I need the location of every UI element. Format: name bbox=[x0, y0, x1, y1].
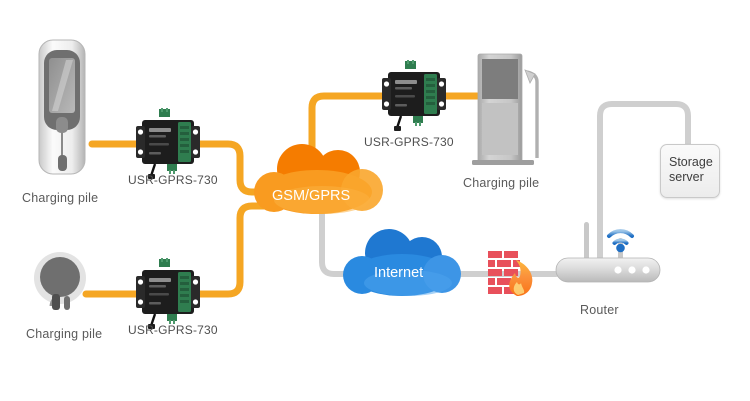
link-router-storage bbox=[597, 101, 691, 275]
gateway-top-right bbox=[382, 60, 446, 131]
link-gsm-gateway3 bbox=[308, 92, 390, 172]
gateway-bottom-left-label: USR-GPRS-730 bbox=[128, 323, 218, 337]
firewall-icon bbox=[488, 251, 533, 296]
charging-pile-bottom-left-label: Charging pile bbox=[26, 327, 103, 341]
router-label: Router bbox=[580, 303, 619, 317]
internet-cloud-label: Internet bbox=[374, 265, 424, 281]
gateway-top-right-label: USR-GPRS-730 bbox=[364, 135, 454, 149]
charging-pile-top-left-label: Charging pile bbox=[22, 191, 99, 205]
gsm-gprs-cloud bbox=[254, 144, 383, 214]
storage-server-label-line2: server bbox=[669, 170, 704, 184]
internet-cloud bbox=[343, 229, 461, 296]
link-gateway1-gsm bbox=[192, 140, 280, 196]
gateway-top-left bbox=[136, 108, 200, 179]
link-gateway2-gsm bbox=[192, 202, 286, 298]
router-device bbox=[555, 222, 661, 283]
storage-server-box bbox=[660, 144, 720, 198]
link-gsm-internet bbox=[319, 193, 375, 277]
storage-server-label-line1: Storage bbox=[669, 155, 713, 169]
gsm-gprs-cloud-label: GSM/GPRS bbox=[272, 188, 351, 204]
charging-pile-top-right bbox=[472, 53, 539, 165]
gateway-top-left-label: USR-GPRS-730 bbox=[128, 173, 218, 187]
gateway-bottom-left bbox=[136, 258, 200, 329]
charging-pile-bottom-left bbox=[34, 252, 86, 310]
charging-pile-top-right-label: Charging pile bbox=[463, 176, 540, 190]
charging-pile-top-left bbox=[38, 39, 86, 175]
